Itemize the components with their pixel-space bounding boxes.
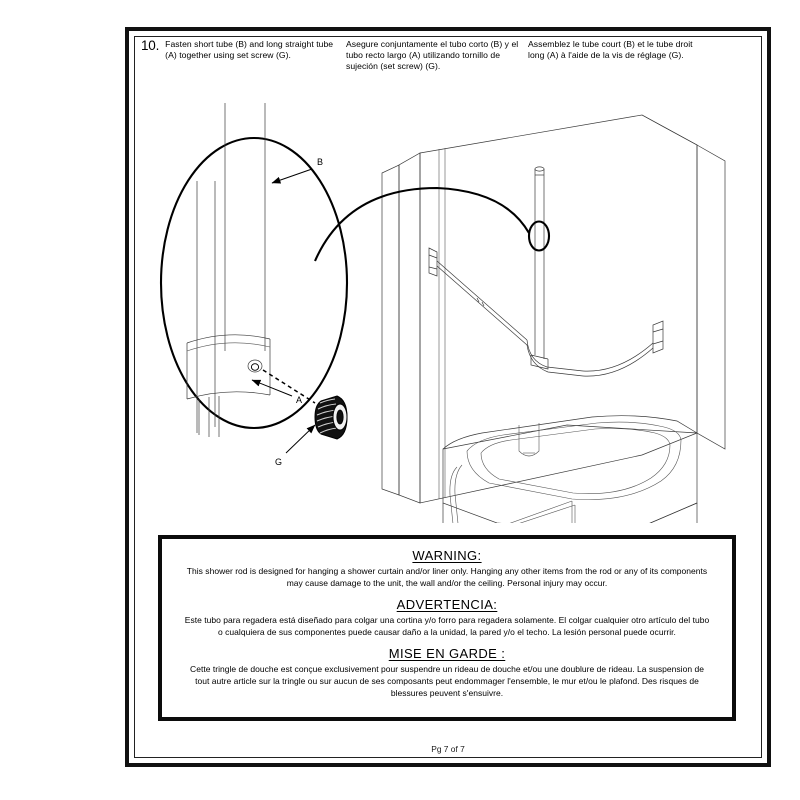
instruction-column-english: 10. Fasten short tube (B) and long strai… — [141, 38, 346, 61]
callout-label-a: A — [296, 395, 302, 405]
page-footer: Pg 7 of 7 — [431, 744, 465, 754]
callout-a: A — [251, 379, 302, 405]
callout-b: B — [271, 157, 323, 184]
bathtub-illustration — [442, 415, 698, 523]
instruction-column-spanish: Asegure conjuntamente el tubo corto (B) … — [346, 39, 528, 73]
instruction-text-spanish: Asegure conjuntamente el tubo corto (B) … — [346, 39, 519, 72]
callout-label-g: G — [275, 457, 282, 467]
warning-title-spanish: ADVERTENCIA: — [396, 597, 498, 613]
vertical-support-tube — [530, 166, 549, 370]
warning-section-spanish: ADVERTENCIA: Este tubo para regadera est… — [178, 596, 716, 638]
instruction-column-french: Assemblez le tube court (B) et le tube d… — [528, 39, 718, 61]
set-screw-hole — [247, 359, 263, 373]
step-number: 10. — [141, 38, 160, 53]
callout-label-b: B — [317, 157, 323, 167]
warning-section-french: MISE EN GARDE : Cette tringle de douche … — [178, 645, 716, 699]
warning-body-french: Cette tringle de douche est conçue exclu… — [190, 664, 704, 698]
shower-rod-assembly — [428, 166, 664, 377]
warning-body-english: This shower rod is designed for hanging … — [186, 566, 708, 588]
rod-flange-left — [428, 247, 438, 277]
detail-view-oval — [159, 103, 349, 440]
tube-coupling-sleeve — [186, 334, 271, 400]
screw-insertion-path — [262, 369, 316, 404]
warning-box: WARNING: This shower rod is designed for… — [158, 535, 736, 721]
callout-leader-curve — [314, 186, 530, 262]
warning-body-spanish: Este tubo para regadera está diseñado pa… — [184, 615, 710, 637]
instruction-text-english: Fasten short tube (B) and long straight … — [165, 39, 334, 61]
instruction-band: 10. Fasten short tube (B) and long strai… — [141, 38, 755, 101]
assembly-diagram: B A G — [137, 103, 759, 523]
set-screw-part — [314, 395, 348, 440]
detail-marker-oval — [527, 220, 551, 252]
warning-title-french: MISE EN GARDE : — [388, 646, 506, 662]
callout-g: G — [275, 424, 316, 467]
shower-stall-illustration — [381, 114, 726, 504]
tub-grab-bar — [449, 464, 576, 523]
warning-title-english: WARNING: — [412, 548, 482, 563]
rod-flange-right — [652, 320, 664, 354]
page-sheet: 10. Fasten short tube (B) and long strai… — [125, 27, 771, 767]
instruction-text-french: Assemblez le tube court (B) et le tube d… — [528, 39, 693, 61]
warning-section-english: WARNING: This shower rod is designed for… — [178, 547, 716, 589]
